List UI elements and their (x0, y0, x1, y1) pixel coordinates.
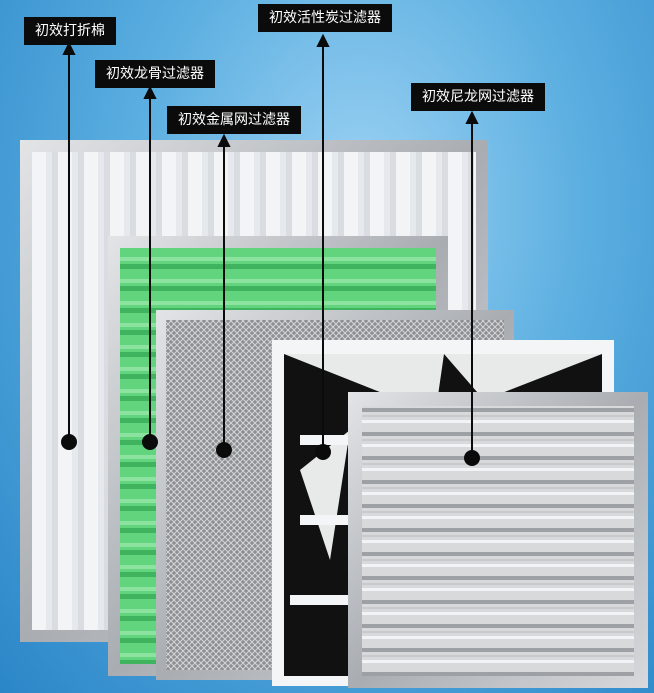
pointer-dot-nylon-keel (142, 434, 158, 450)
label-metal-mesh: 初效金属网过滤器 (167, 106, 301, 134)
label-nylon-mesh: 初效尼龙网过滤器 (411, 83, 545, 111)
pointer-dot-metal-mesh (216, 442, 232, 458)
pointer-dot-activated-carbon (315, 444, 331, 460)
pointer-dot-pleated-cotton (61, 434, 77, 450)
pointer-dot-nylon-mesh (464, 450, 480, 466)
nylon-mesh-filter (348, 392, 648, 688)
label-activated-carbon: 初效活性炭过滤器 (258, 4, 392, 32)
label-nylon-keel: 初效龙骨过滤器 (95, 60, 215, 88)
label-pleated-cotton: 初效打折棉 (24, 17, 116, 45)
